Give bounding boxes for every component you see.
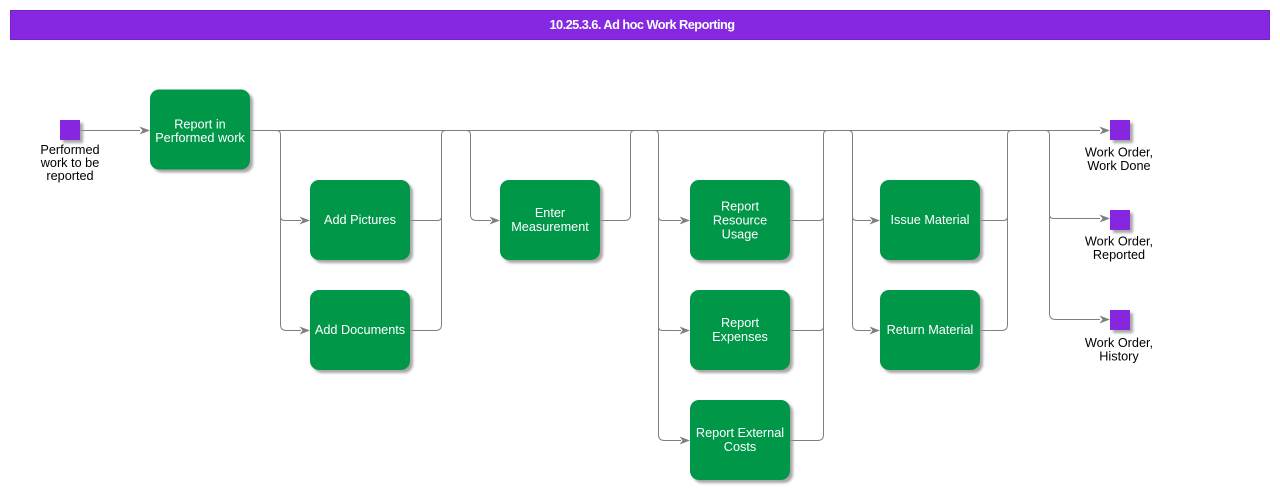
svg-text:History: History bbox=[1099, 350, 1139, 364]
svg-text:Return Material: Return Material bbox=[887, 323, 974, 337]
svg-text:Add Pictures: Add Pictures bbox=[324, 213, 396, 227]
svg-text:Add Documents: Add Documents bbox=[315, 323, 405, 337]
svg-text:work to be: work to be bbox=[40, 156, 100, 170]
svg-text:Work Order,: Work Order, bbox=[1085, 336, 1153, 350]
svg-text:Work Order,: Work Order, bbox=[1085, 146, 1153, 160]
svg-text:Usage: Usage bbox=[722, 228, 759, 242]
svg-text:Costs: Costs bbox=[724, 440, 756, 454]
svg-text:Work Done: Work Done bbox=[1087, 159, 1150, 173]
svg-text:Enter: Enter bbox=[535, 206, 566, 220]
svg-text:Report: Report bbox=[721, 316, 760, 330]
svg-text:Report External: Report External bbox=[696, 426, 784, 440]
svg-text:Resource: Resource bbox=[713, 214, 767, 228]
svg-text:Issue Material: Issue Material bbox=[891, 213, 970, 227]
svg-text:Measurement: Measurement bbox=[511, 220, 589, 234]
svg-text:Work Order,: Work Order, bbox=[1085, 235, 1153, 249]
svg-text:Report in: Report in bbox=[174, 117, 225, 131]
svg-text:reported: reported bbox=[46, 169, 93, 183]
svg-text:Performed work: Performed work bbox=[155, 131, 245, 145]
svg-text:Expenses: Expenses bbox=[712, 330, 768, 344]
svg-text:Report: Report bbox=[721, 200, 760, 214]
svg-text:Reported: Reported bbox=[1093, 248, 1145, 262]
svg-text:Performed: Performed bbox=[40, 143, 99, 157]
svg-text:10.25.3.6. Ad hoc Work Reporti: 10.25.3.6. Ad hoc Work Reporting bbox=[549, 17, 734, 32]
